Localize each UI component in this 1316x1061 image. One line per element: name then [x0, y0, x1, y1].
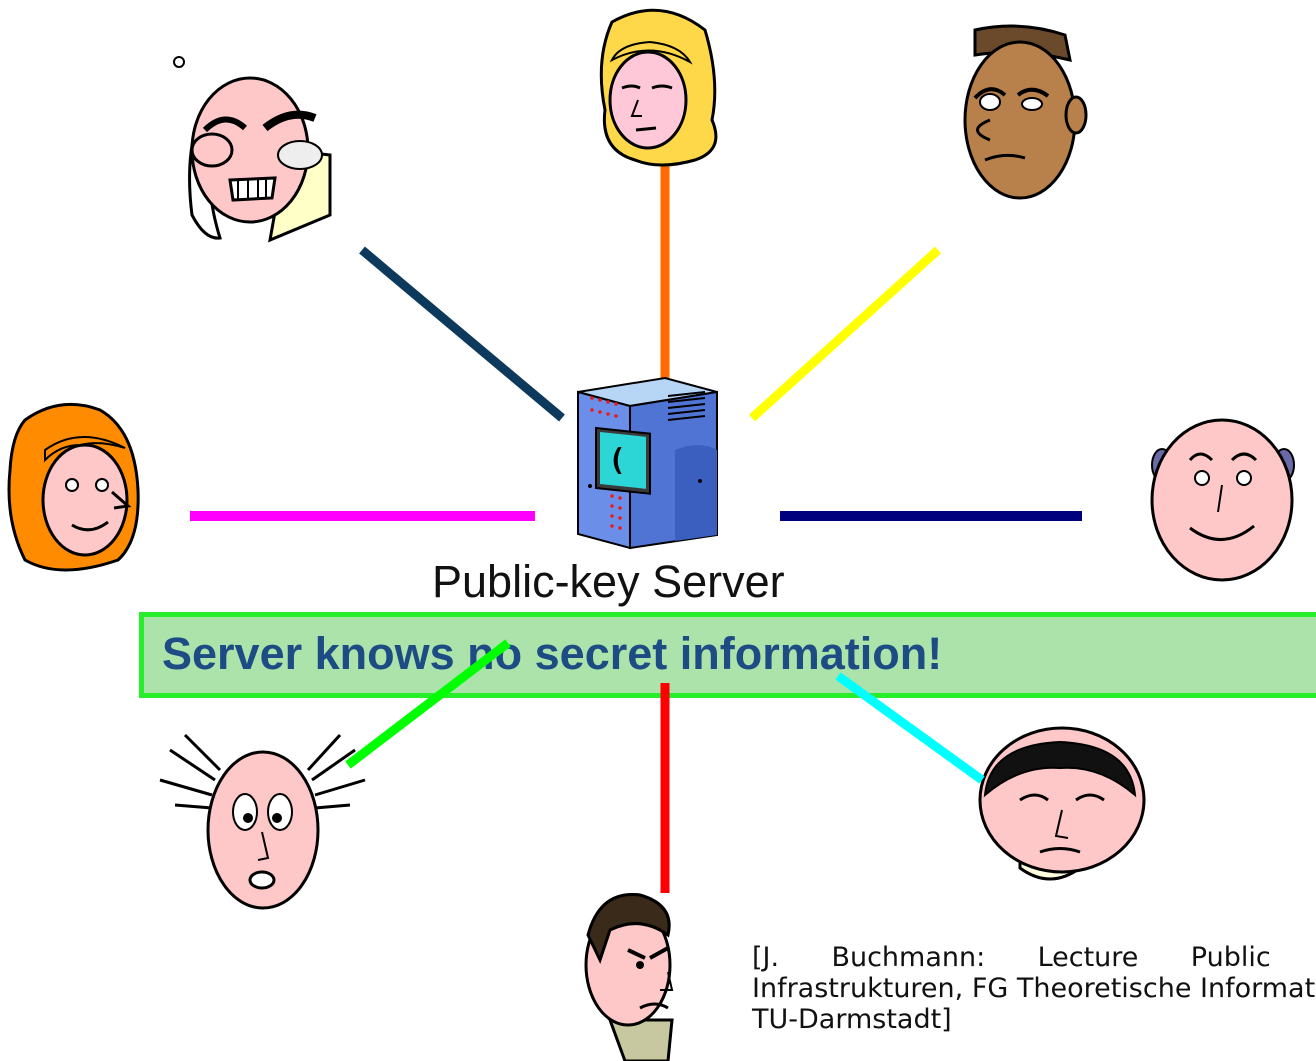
citation-line-1: [J. Buchmann: Lecture Public Key — [752, 942, 1316, 973]
server-tower-icon: ( — [577, 376, 718, 550]
spiky-haired-man-icon — [159, 733, 366, 910]
link-frustrated-bald-man — [359, 246, 565, 422]
angry-dark-haired-man-icon — [584, 893, 674, 1061]
smiling-bald-man-icon — [1150, 418, 1295, 582]
server-label: Public-key Server — [432, 556, 785, 607]
suspicious-man-icon — [963, 24, 1088, 200]
citation: [J. Buchmann: Lecture Public Key Infrast… — [752, 942, 1316, 1035]
citation-line-3: TU-Darmstadt] — [752, 1004, 952, 1035]
connection-lines-upper — [190, 166, 1082, 521]
sad-black-haired-man-icon — [978, 726, 1146, 881]
server-screen-glyph: ( — [608, 443, 626, 478]
citation-line-2: Infrastrukturen, FG Theoretische Informa… — [752, 973, 1316, 1004]
blonde-woman-icon — [599, 8, 718, 167]
red-haired-woman-icon — [7, 402, 140, 572]
info-banner — [139, 612, 1316, 698]
banner-text: Server knows no secret information! — [162, 628, 943, 679]
frustrated-bald-man-icon — [173, 56, 332, 243]
link-suspicious-man — [748, 246, 942, 422]
